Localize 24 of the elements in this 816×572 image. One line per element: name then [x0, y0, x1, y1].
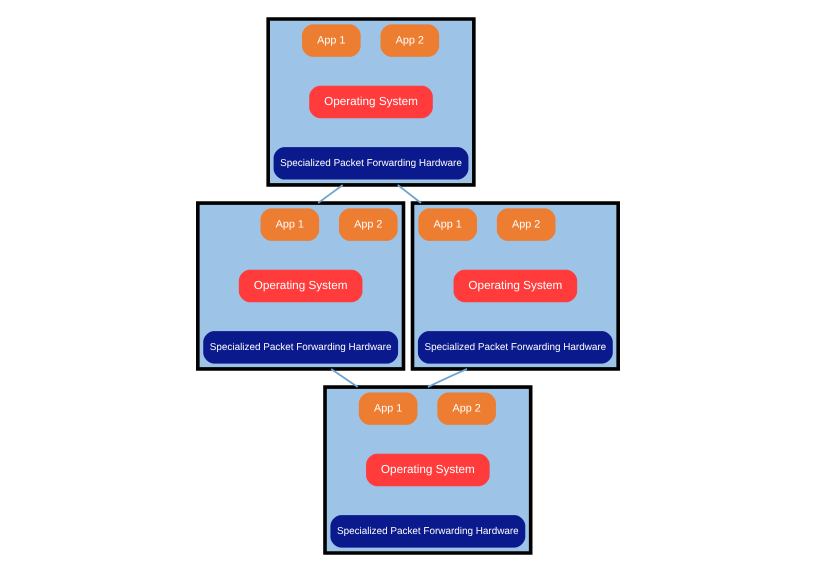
node-box: App 2: [339, 208, 398, 241]
node-box: App 1: [418, 208, 477, 241]
cluster: [266, 17, 476, 187]
node-box: App 1: [358, 392, 418, 425]
node-box: App 2: [437, 392, 496, 425]
connector: [330, 368, 358, 388]
node-box: App 1: [260, 208, 320, 241]
node-box: Specialized Packet Forwarding Hardware: [274, 147, 468, 180]
node-box: Specialized Packet Forwarding Hardware: [330, 515, 526, 548]
node-box: Operating System: [238, 270, 362, 302]
cluster: [323, 385, 532, 555]
node-box: App 2: [496, 208, 556, 241]
node-box: Specialized Packet Forwarding Hardware: [418, 331, 613, 364]
node-box: App 1: [302, 24, 361, 57]
connector: [318, 184, 344, 204]
node-box: Operating System: [454, 270, 578, 302]
cluster: [196, 201, 406, 371]
node-box: Specialized Packet Forwarding Hardware: [203, 331, 398, 364]
node-box: App 2: [380, 24, 440, 57]
cluster: [410, 201, 620, 371]
node-box: Operating System: [309, 86, 433, 118]
node-box: Operating System: [366, 454, 490, 486]
connector: [427, 368, 468, 388]
connector: [397, 184, 422, 204]
